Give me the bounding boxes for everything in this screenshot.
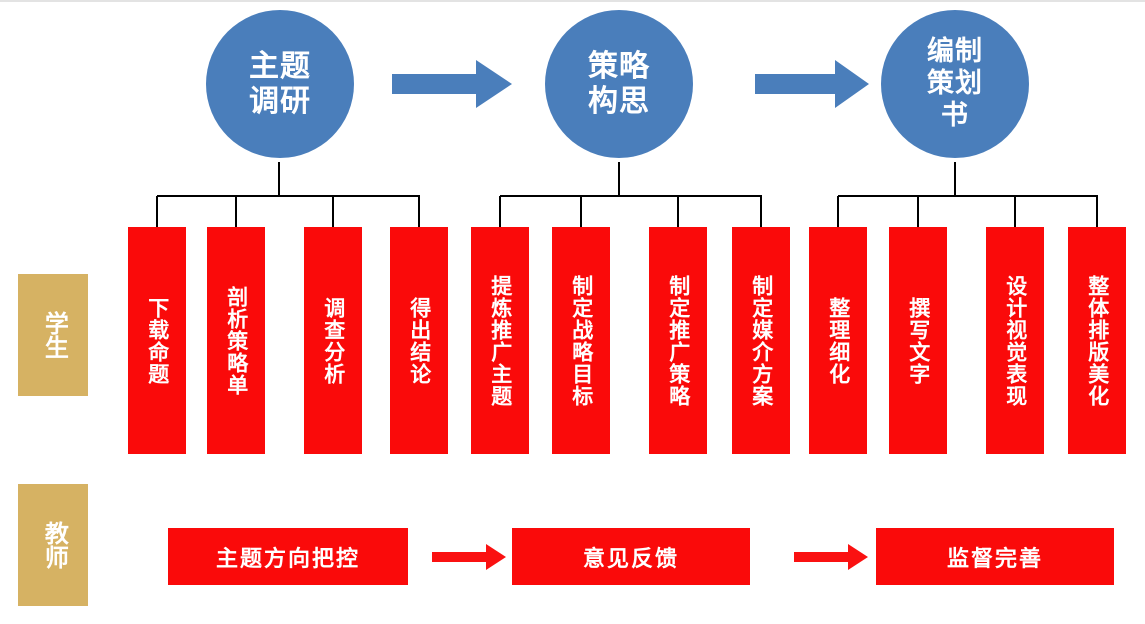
task-bar-10[interactable]: 撰写文字 [889, 227, 947, 454]
teacher-box-3[interactable]: 监督完善 [876, 528, 1114, 585]
teacher-arrow-1-icon [432, 544, 506, 570]
role-teacher-text: 教师 [40, 521, 68, 569]
task-bar-12-label: 整体排版美化 [1085, 274, 1109, 407]
task-bar-1[interactable]: 下载命题 [128, 227, 186, 454]
role-label-student: 学生 [18, 274, 88, 396]
task-bar-4[interactable]: 得出结论 [390, 227, 448, 454]
phase-circle-3[interactable]: 编制 策划 书 [881, 10, 1029, 158]
phase-2-line-1: 策略 [588, 49, 650, 83]
phase-circle-1[interactable]: 主题 调研 [206, 10, 354, 158]
task-bar-8[interactable]: 制定媒介方案 [732, 227, 790, 454]
teacher-box-2-label: 意见反馈 [582, 545, 679, 571]
phase-1-line-1: 主题 [249, 49, 311, 83]
task-bar-5-label: 提炼推广主题 [488, 274, 512, 407]
phase-circle-2[interactable]: 策略 构思 [545, 10, 693, 158]
task-bar-11-label: 设计视觉表现 [1003, 274, 1027, 407]
task-bar-9-label: 整理细化 [826, 296, 850, 385]
teacher-arrow-2-icon [794, 544, 868, 570]
teacher-box-2[interactable]: 意见反馈 [512, 528, 750, 585]
phase-arrow-2-icon [755, 60, 869, 108]
phase-3-line-2: 策划 [927, 68, 983, 99]
phase-1-line-2: 调研 [249, 85, 311, 118]
task-bar-9[interactable]: 整理细化 [809, 227, 867, 454]
task-bar-4-label: 得出结论 [407, 296, 431, 385]
role-label-teacher: 教师 [18, 484, 88, 606]
teacher-box-1[interactable]: 主题方向把控 [168, 528, 408, 585]
task-bar-3-label: 调查分析 [321, 296, 345, 385]
teacher-box-1-label: 主题方向把控 [215, 545, 360, 571]
task-bar-8-label: 制定媒介方案 [749, 274, 773, 407]
task-bar-7-label: 制定推广策略 [666, 274, 690, 407]
task-bar-10-label: 撰写文字 [906, 296, 930, 385]
task-bar-6-label: 制定战略目标 [569, 274, 593, 407]
task-bar-11[interactable]: 设计视觉表现 [986, 227, 1044, 454]
teacher-box-3-label: 监督完善 [946, 545, 1043, 571]
phase-3-line-1: 编制 [927, 36, 983, 67]
phase-2-line-2: 构思 [588, 85, 650, 118]
task-bar-12[interactable]: 整体排版美化 [1068, 227, 1126, 454]
task-bar-3[interactable]: 调查分析 [304, 227, 362, 454]
role-student-text: 学生 [40, 311, 68, 359]
task-bar-6[interactable]: 制定战略目标 [552, 227, 610, 454]
task-bar-7[interactable]: 制定推广策略 [649, 227, 707, 454]
task-bar-5[interactable]: 提炼推广主题 [471, 227, 529, 454]
task-bar-2-label: 剖析策略单 [224, 285, 248, 396]
task-bar-1-label: 下载命题 [145, 296, 169, 385]
phase-3-line-3: 书 [941, 99, 969, 130]
task-bar-2[interactable]: 剖析策略单 [207, 227, 265, 454]
phase-arrow-1-icon [392, 60, 512, 108]
